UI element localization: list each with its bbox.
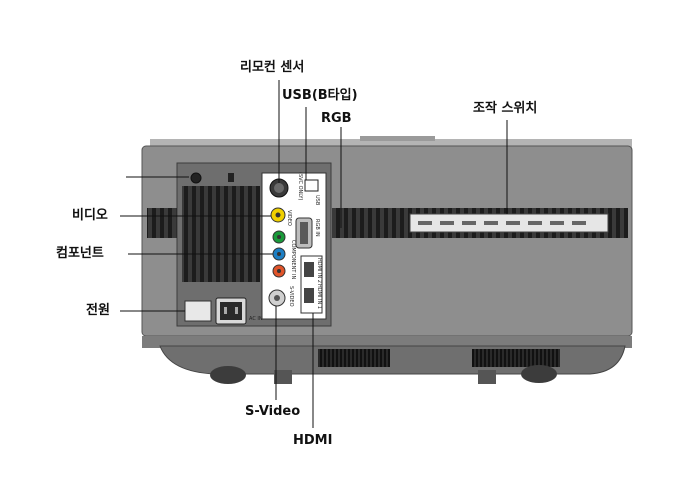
- foot-left-inner: [274, 370, 292, 384]
- top-lid: [360, 136, 435, 141]
- panel-vent: [182, 186, 260, 282]
- label-component: 컴포넌트: [56, 246, 104, 261]
- hdmi1-port: [304, 288, 314, 303]
- usb-port: [304, 179, 319, 192]
- remote-sensor-lens: [274, 183, 284, 193]
- label-power: 전원: [86, 303, 110, 318]
- hdmi1-text: HDMI IN 1: [316, 284, 322, 309]
- label-usb: USB(B타입): [282, 88, 358, 103]
- label-remote-sensor: 리모컨 센서: [240, 60, 305, 75]
- hdmi2-text: HDMI IN 2: [316, 258, 322, 283]
- top-edge: [150, 139, 632, 148]
- bottom-lip: [142, 336, 632, 348]
- ac-inlet-socket: [220, 302, 242, 320]
- hdmi2-port: [304, 262, 314, 277]
- label-video: 비디오: [72, 208, 108, 223]
- foot-left: [210, 366, 246, 384]
- label-rgb: RGB: [321, 111, 352, 126]
- power-switch: [184, 300, 212, 322]
- bottom-grill-left: [318, 349, 390, 367]
- video-jack-pin: [275, 212, 281, 218]
- rgb-in-text: RGB IN: [314, 219, 320, 237]
- component-in-text: COMPONENT IN: [290, 240, 296, 279]
- lock-icon: [228, 173, 234, 182]
- foot-right-inner: [478, 370, 496, 384]
- lock-port: [190, 172, 202, 184]
- control-switch-keys: [418, 221, 586, 225]
- bottom-grill-right: [472, 349, 560, 367]
- rgb-port-pins: [300, 222, 308, 244]
- foot-right: [521, 365, 557, 383]
- label-hdmi: HDMI: [293, 433, 333, 448]
- usb-only-text: (SVC ONLY): [297, 172, 303, 200]
- ac-in-text: AC IN: [249, 316, 263, 322]
- svideo-text: S-VIDEO: [288, 286, 294, 307]
- usb-text: USB: [314, 195, 320, 206]
- video-text: VIDEO: [286, 210, 292, 226]
- label-control-switch: 조작 스위치: [473, 101, 538, 116]
- label-svideo: S-Video: [245, 404, 301, 419]
- callout-lines: [120, 80, 508, 428]
